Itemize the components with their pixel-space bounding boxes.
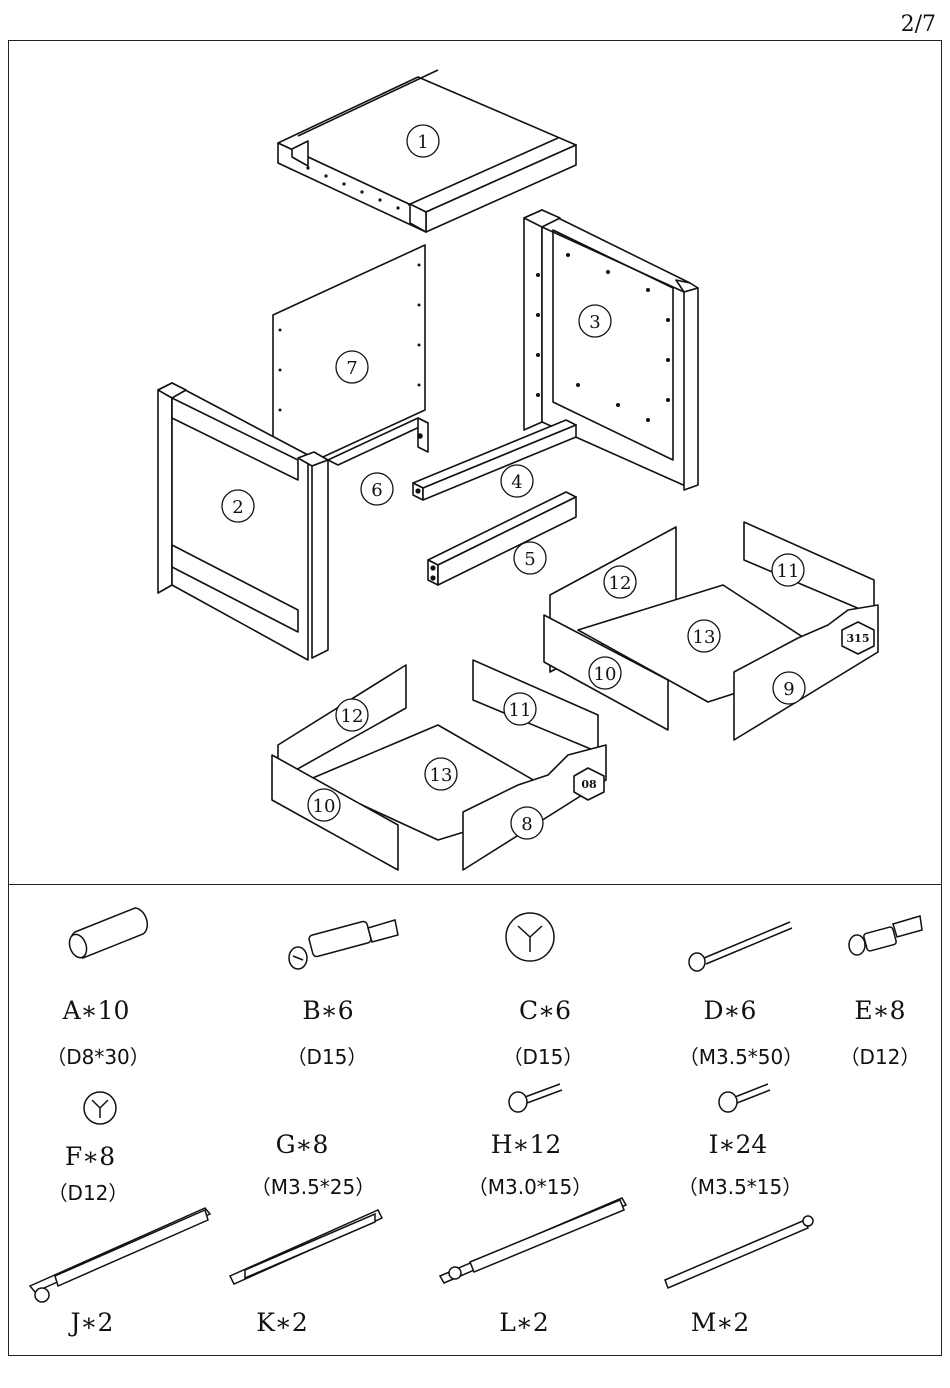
cam-bolt-icon	[289, 920, 398, 969]
hardware-label-a: A∗10	[56, 996, 136, 1025]
part-label-4: 4	[511, 472, 522, 493]
hardware-label-f: F∗8	[50, 1142, 130, 1171]
hardware-label-i: I∗24	[688, 1130, 788, 1159]
hardware-spec-d: （M3.5*50）	[666, 1041, 816, 1070]
drawer-slide-icon-m	[665, 1216, 813, 1288]
part-label-11b: 11	[509, 700, 532, 721]
drawer-slide-icon-l	[440, 1198, 626, 1283]
long-screw-icon	[689, 922, 792, 971]
hardware-spec-f: （D12）	[28, 1177, 148, 1206]
cam-lock-icon	[506, 913, 554, 961]
hardware-label-c: C∗6	[505, 996, 585, 1025]
part-label-9: 9	[783, 679, 794, 700]
part-label-1: 1	[417, 132, 428, 153]
hardware-label-g: G∗8	[262, 1130, 342, 1159]
part-label-13b: 13	[430, 765, 453, 786]
hardware-spec-h: （M3.0*15）	[455, 1171, 605, 1200]
part-5-rail	[428, 492, 576, 585]
small-cam-bolt-icon	[849, 916, 922, 955]
part-label-5: 5	[524, 549, 535, 570]
hardware-label-l: L∗2	[484, 1308, 564, 1337]
part-label-11: 11	[777, 561, 800, 582]
part-label-2: 2	[232, 497, 243, 518]
screw-icon-h	[509, 1084, 562, 1112]
hardware-label-k: K∗2	[242, 1308, 322, 1337]
hardware-spec-c: （D15）	[478, 1041, 608, 1070]
part-label-6: 6	[371, 480, 382, 501]
exploded-view-diagram: 1 3 7 2 6 4 5 12 11 13 10 9 12 11 13 10 …	[8, 40, 942, 884]
drawer-badge-upper: 315	[847, 632, 870, 645]
small-cam-lock-icon	[84, 1092, 116, 1124]
hardware-label-d: D∗6	[690, 996, 770, 1025]
hardware-label-b: B∗6	[288, 996, 368, 1025]
part-label-10b: 10	[313, 796, 336, 817]
hardware-label-j: J∗2	[52, 1308, 132, 1337]
part-label-12b: 12	[341, 706, 364, 727]
section-divider	[8, 884, 942, 885]
hardware-spec-e: （D12）	[824, 1041, 936, 1070]
hardware-spec-i: （M3.5*15）	[665, 1171, 815, 1200]
wood-dowel-icon	[66, 908, 147, 960]
part-label-7: 7	[346, 358, 357, 379]
part-label-8: 8	[521, 814, 532, 835]
part-label-10: 10	[594, 664, 617, 685]
drawer-badge-lower: 08	[581, 778, 597, 791]
hardware-spec-a: （D8*30）	[28, 1041, 168, 1070]
hardware-spec-g: （M3.5*25）	[238, 1171, 388, 1200]
part-4-rail	[413, 420, 576, 500]
hardware-icons	[0, 890, 950, 1350]
hardware-spec-b: （D15）	[262, 1041, 392, 1070]
part-label-12: 12	[609, 573, 632, 594]
hardware-label-h: H∗12	[476, 1130, 576, 1159]
drawer-slide-icon-j	[30, 1208, 210, 1302]
page-number: 2/7	[901, 12, 936, 37]
hardware-label-m: M∗2	[680, 1308, 760, 1337]
part-label-13: 13	[693, 627, 716, 648]
hardware-label-e: E∗8	[840, 996, 920, 1025]
screw-icon-i	[719, 1084, 770, 1112]
part-label-3: 3	[589, 312, 600, 333]
drawer-slide-icon-k	[230, 1210, 382, 1284]
